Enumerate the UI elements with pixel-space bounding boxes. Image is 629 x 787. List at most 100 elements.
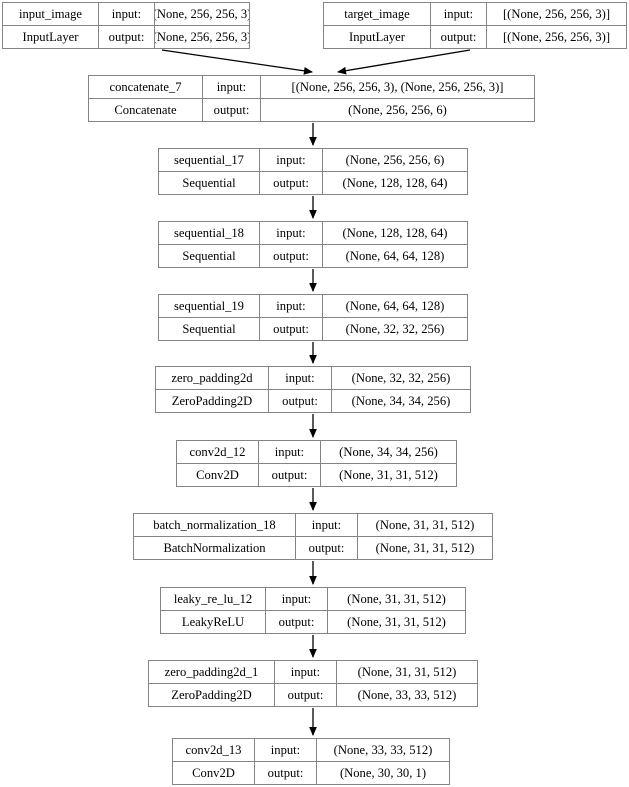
node-layer-name: concatenate_7 <box>89 76 203 98</box>
node-input-shape: (None, 31, 31, 512) <box>375 517 475 532</box>
node-output-label: output: <box>266 611 328 633</box>
node-input-shape: [(None, 256, 256, 3)] <box>502 6 611 21</box>
node-layer-name: leaky_re_lu_12 <box>161 588 266 610</box>
node-input-shape: (None, 34, 34, 256) <box>339 444 438 459</box>
node-output-label: output: <box>269 390 332 412</box>
node-layer-type: InputLayer <box>3 26 99 48</box>
node-output-label: output: <box>203 99 261 121</box>
node-output-label: output: <box>260 245 323 267</box>
node-output-shape: (None, 128, 128, 64) <box>342 175 448 190</box>
node-input-shape: (None, 33, 33, 512) <box>333 742 433 757</box>
node-layer-name: input_image <box>3 3 99 25</box>
node-input-shape: (None, 64, 64, 128) <box>345 298 445 313</box>
node-layer-type: Conv2D <box>177 464 259 486</box>
node-input-label: input: <box>203 76 261 98</box>
node-output-label: output: <box>255 762 317 784</box>
node-input-shape: (None, 32, 32, 256) <box>351 370 451 385</box>
node-layer-type: Sequential <box>159 172 260 194</box>
node-layer-name: sequential_19 <box>159 295 260 317</box>
node-output-label: output: <box>431 26 487 48</box>
node-input-label: input: <box>296 514 358 536</box>
node-output-shape: [(None, 256, 256, 3)] <box>502 29 611 44</box>
node-output-shape: (None, 256, 256, 6) <box>348 102 447 117</box>
node-layer-type: BatchNormalization <box>134 537 296 559</box>
node-input-shape: (None, 256, 256, 6) <box>345 152 445 167</box>
node-layer-name: zero_padding2d <box>156 367 269 389</box>
node-output-label: output: <box>296 537 358 559</box>
node-layer-type: Sequential <box>159 318 260 340</box>
node-input-label: input: <box>260 295 323 317</box>
node-output-label: output: <box>260 318 323 340</box>
node-output-shape: (None, 32, 32, 256) <box>345 321 445 336</box>
node-layer-name: batch_normalization_18 <box>134 514 296 536</box>
node-input-shape: (None, 31, 31, 512) <box>347 591 446 606</box>
node-layer-type: LeakyReLU <box>161 611 266 633</box>
node-output-shape: (None, 31, 31, 512) <box>347 614 446 629</box>
node-output-shape: (None, 34, 34, 256) <box>351 393 451 408</box>
node-input-label: input: <box>431 3 487 25</box>
node-input-label: input: <box>99 3 155 25</box>
node-input-label: input: <box>269 367 332 389</box>
node-layer-name: target_image <box>324 3 431 25</box>
edge-input_image-to-concatenate_7 <box>161 49 314 75</box>
node-input-label: input: <box>255 739 317 761</box>
node-layer-type: ZeroPadding2D <box>149 684 275 706</box>
edge-target_image-to-concatenate_7 <box>336 49 471 75</box>
node-input-label: input: <box>275 661 337 683</box>
node-output-label: output: <box>259 464 321 486</box>
node-input-shape: (None, 128, 128, 64) <box>342 225 448 240</box>
node-input-shape: (None, 31, 31, 512) <box>357 664 457 679</box>
node-layer-name: sequential_18 <box>159 222 260 244</box>
node-layer-name: zero_padding2d_1 <box>149 661 275 683</box>
node-layer-type: Concatenate <box>89 99 203 121</box>
node-output-shape: (None, 64, 64, 128) <box>345 248 445 263</box>
node-output-shape: [(None, 256, 256, 3)] <box>155 29 249 44</box>
node-layer-type: Sequential <box>159 245 260 267</box>
node-output-shape: (None, 30, 30, 1) <box>339 765 427 780</box>
node-layer-name: conv2d_13 <box>173 739 255 761</box>
node-input-label: input: <box>259 441 321 463</box>
node-output-label: output: <box>275 684 337 706</box>
node-input-label: input: <box>266 588 328 610</box>
node-input-label: input: <box>260 222 323 244</box>
node-output-label: output: <box>99 26 155 48</box>
node-layer-type: ZeroPadding2D <box>156 390 269 412</box>
node-output-shape: (None, 31, 31, 512) <box>339 467 438 482</box>
node-layer-name: conv2d_12 <box>177 441 259 463</box>
node-input-shape: [(None, 256, 256, 3), (None, 256, 256, 3… <box>291 79 504 94</box>
